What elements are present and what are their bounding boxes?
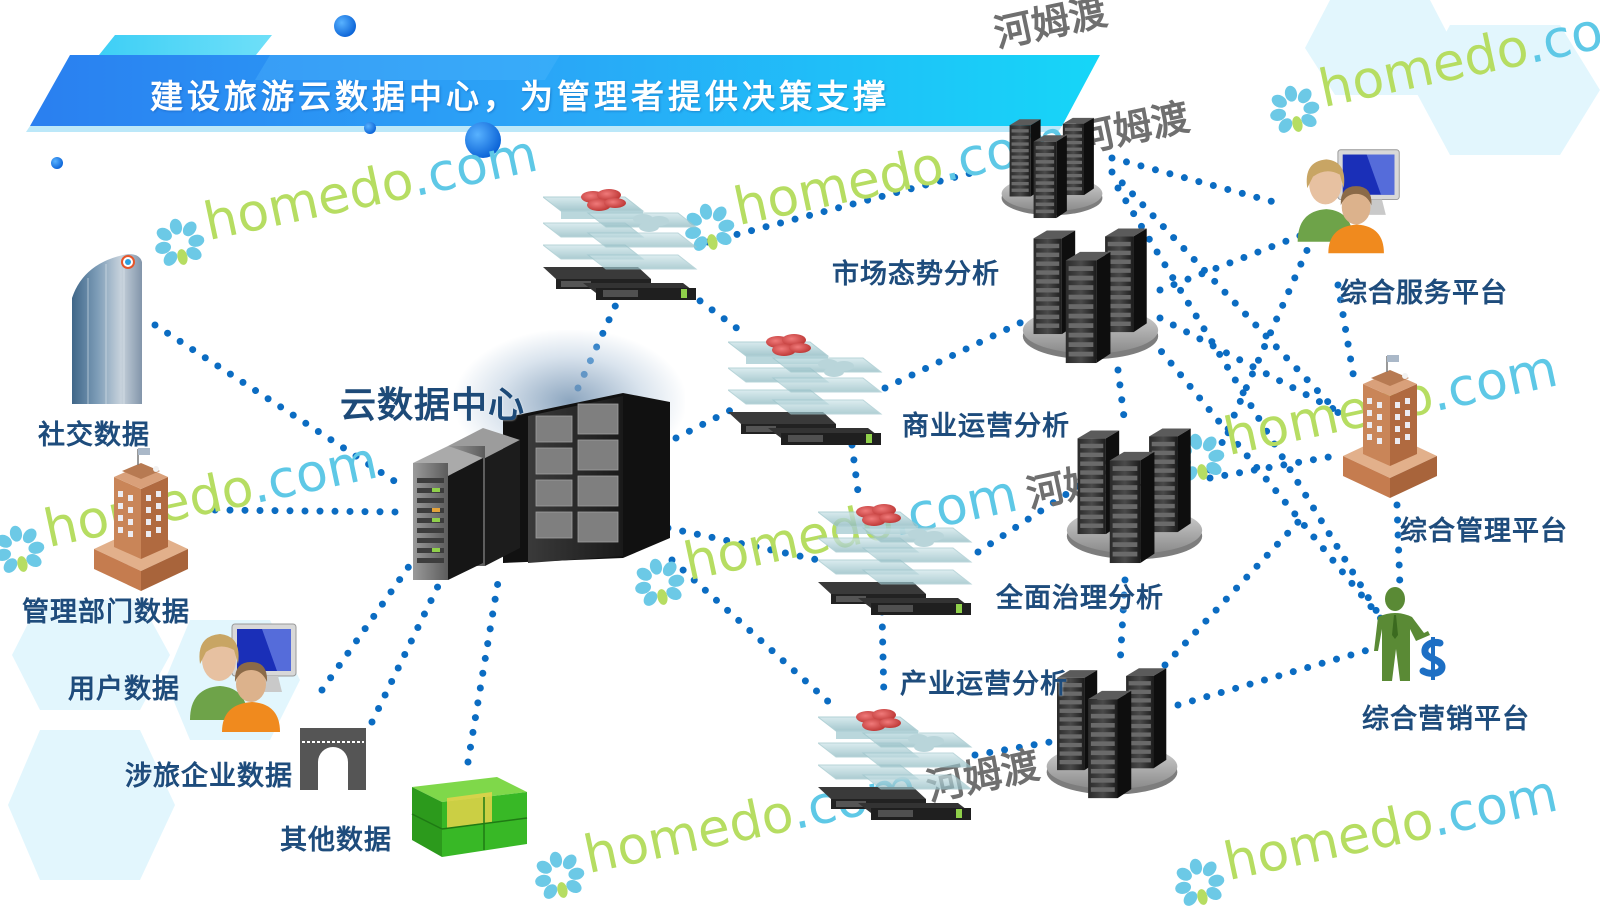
source-label-tourism-enterprises: 涉旅企业数据	[125, 761, 293, 791]
data-center-servers-icon	[408, 388, 678, 583]
connector	[211, 506, 404, 516]
connector	[1108, 154, 1289, 209]
title-banner	[26, 35, 1100, 132]
server-cluster-icon	[1018, 222, 1163, 367]
storage-stack-icon	[543, 175, 698, 300]
center-label: 云数据中心	[340, 384, 526, 425]
connector	[368, 578, 444, 726]
connector	[704, 168, 979, 246]
source-label-management: 管理部门数据	[22, 597, 190, 627]
hexagon	[8, 730, 175, 880]
office-building-icon	[86, 445, 196, 595]
connector	[1393, 501, 1404, 592]
connector	[664, 524, 822, 564]
connector	[878, 608, 888, 704]
bubble-decorations	[51, 15, 501, 169]
server-cluster-icon	[1062, 422, 1207, 567]
analysis-label-business: 商业运营分析	[902, 411, 1070, 441]
connector	[1161, 516, 1304, 669]
connector	[848, 441, 862, 496]
connector	[974, 478, 1089, 556]
connector	[1206, 244, 1312, 474]
connector	[1114, 366, 1129, 429]
skyscraper-icon	[66, 248, 151, 408]
users-computer-icon	[1290, 145, 1405, 257]
platform-label-marketing: 综合营销平台	[1362, 704, 1530, 734]
connector	[881, 318, 1026, 392]
storage-stack-icon	[728, 320, 883, 445]
connector	[1148, 336, 1386, 624]
connector	[1156, 231, 1306, 294]
connector	[1174, 644, 1379, 709]
source-label-other: 其他数据	[280, 825, 392, 855]
connector	[1334, 281, 1359, 389]
connector	[318, 558, 416, 694]
green-cube-icon	[402, 772, 532, 860]
platform-label-service: 综合服务平台	[1340, 278, 1508, 308]
connector	[1114, 184, 1389, 629]
storage-stack-icon	[818, 695, 973, 820]
users-computer-icon	[182, 620, 302, 735]
storage-stack-icon	[818, 490, 973, 615]
businessman-dollar-icon	[1372, 585, 1450, 690]
page-title: 建设旅游云数据中心，为管理者提供决策支撑	[150, 78, 890, 115]
source-label-users: 用户数据	[68, 674, 180, 704]
hexagon-decorations	[8, 0, 1600, 880]
connector	[668, 556, 836, 709]
hexagon	[12, 600, 170, 710]
analysis-label-industry: 产业运营分析	[900, 669, 1068, 699]
connector	[464, 578, 502, 766]
connector	[151, 321, 409, 492]
analysis-label-market: 市场态势分析	[832, 259, 1000, 289]
connector	[1116, 576, 1129, 669]
analysis-label-governance: 全面治理分析	[996, 583, 1164, 613]
platform-label-management: 综合管理平台	[1400, 516, 1568, 546]
office-building-icon	[1335, 352, 1445, 502]
connector	[1206, 451, 1344, 482]
connector	[971, 738, 1054, 759]
server-cluster-icon	[998, 112, 1106, 222]
hexagon	[1305, 0, 1455, 95]
hexagon	[1415, 25, 1600, 155]
source-label-social: 社交数据	[38, 420, 150, 450]
connector	[1108, 168, 1349, 424]
connector	[1156, 314, 1349, 419]
arch-gate-icon	[300, 728, 366, 790]
connector	[672, 404, 739, 442]
